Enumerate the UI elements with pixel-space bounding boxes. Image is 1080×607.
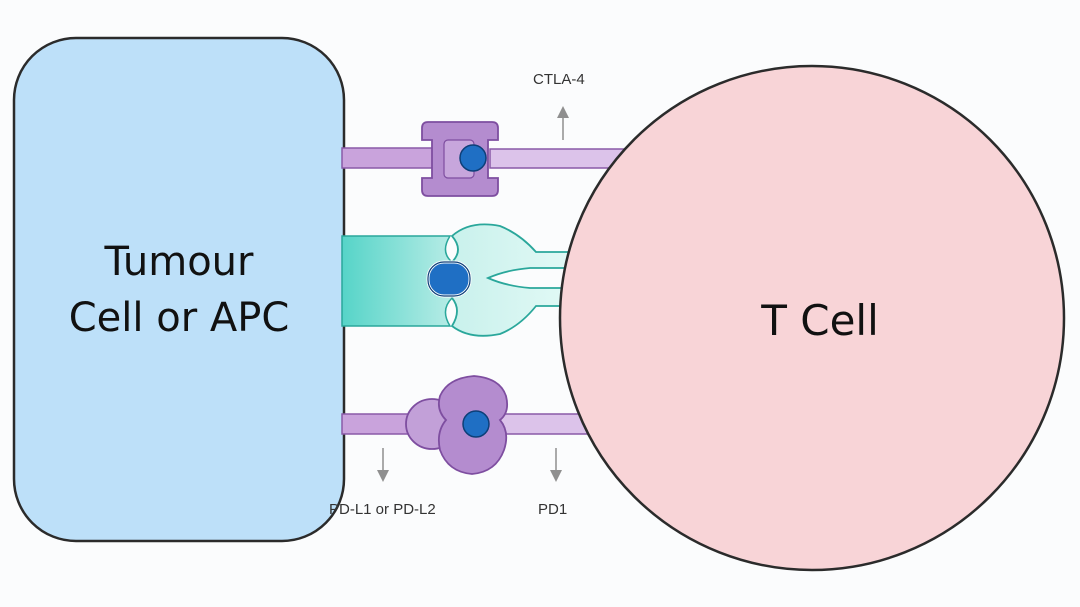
tumour-label-line1: Tumour xyxy=(104,239,254,285)
ctla4-label: CTLA-4 xyxy=(533,71,585,88)
t-cell xyxy=(558,64,1066,572)
ctla4-ligand-ball xyxy=(459,144,487,172)
ctla4-interaction xyxy=(341,121,631,197)
pd1-ligand-ball xyxy=(462,410,490,438)
tumour-label-line2: Cell or APC xyxy=(68,295,290,341)
pd1-label: PD1 xyxy=(538,501,568,518)
ctla4-ligand-stalk xyxy=(341,147,437,169)
ctla4-receptor-stalk xyxy=(489,148,631,169)
tcr-antigen xyxy=(426,260,472,298)
tumour-cell-label: Tumour Cell or APC xyxy=(14,234,344,346)
pdl-label: PD-L1 or PD-L2 xyxy=(329,501,436,518)
t-cell-label: T Cell xyxy=(761,296,879,345)
tcr-interaction xyxy=(341,223,601,337)
